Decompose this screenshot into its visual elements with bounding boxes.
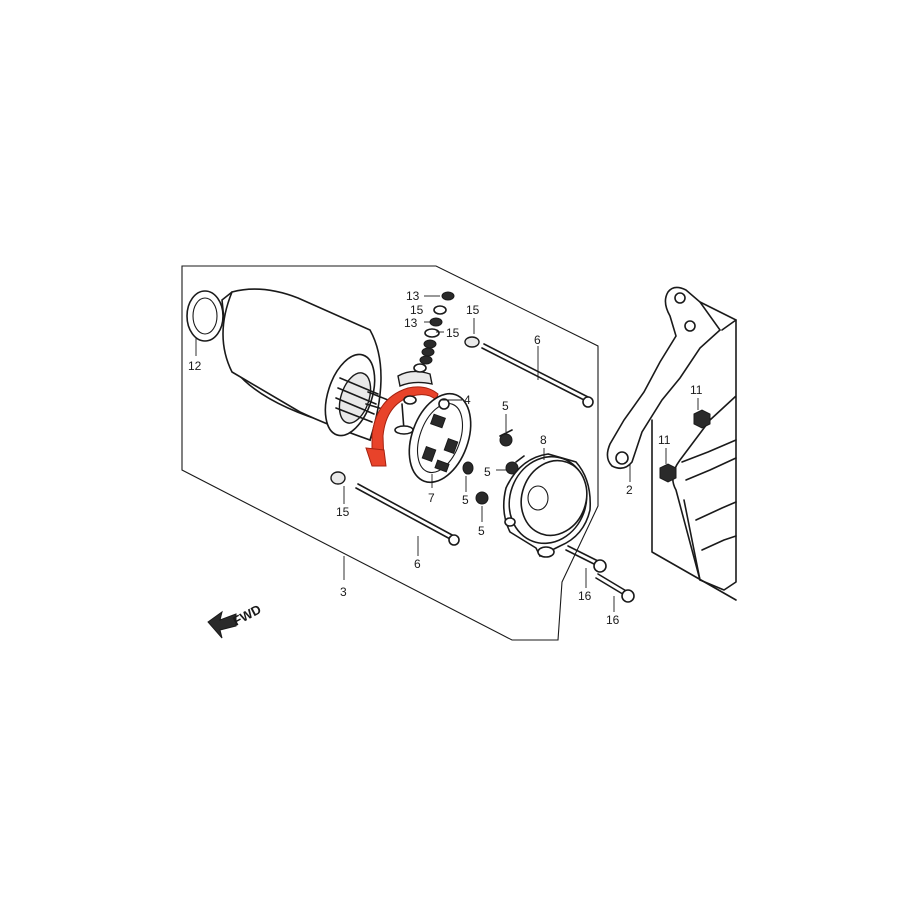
callout-5: 5	[484, 465, 491, 479]
callout-8: 8	[540, 433, 547, 447]
callout-13: 13	[404, 316, 418, 330]
callout-13: 13	[406, 289, 420, 303]
forward-direction-indicator: FWD	[207, 602, 264, 639]
callout-4: 4	[464, 393, 471, 407]
callout-5: 5	[478, 524, 485, 538]
callout-2: 2	[626, 483, 633, 497]
callout-16: 16	[606, 613, 620, 627]
forward-arrow-icon	[207, 610, 237, 639]
leader-lines	[195, 295, 699, 612]
insulator	[397, 370, 433, 387]
washer-15-top	[464, 336, 480, 348]
callout-5: 5	[502, 399, 509, 413]
engine-case	[651, 319, 737, 601]
callout-6: 6	[414, 557, 421, 571]
callout-3: 3	[340, 585, 347, 599]
callout-6: 6	[534, 333, 541, 347]
through-bolt-lower	[330, 471, 460, 546]
brush-holder	[408, 392, 472, 484]
washer-stack	[413, 291, 455, 373]
callout-7: 7	[428, 491, 435, 505]
callout-15: 15	[446, 326, 460, 340]
nuts-11	[659, 409, 711, 483]
rear-cover	[502, 453, 592, 558]
callout-15: 15	[336, 505, 350, 519]
callout-11: 11	[690, 383, 703, 397]
callout-15: 15	[410, 303, 424, 317]
callout-11: 11	[658, 433, 671, 447]
starter-motor-yoke	[186, 288, 389, 442]
callout-15: 15	[466, 303, 480, 317]
callout-12: 12	[188, 359, 202, 373]
callout-labels: 12 13 15 13 15 15 6 4 5 8 5 5 5 7 15 6 3…	[188, 289, 703, 627]
through-bolt-upper	[481, 343, 594, 408]
callout-5: 5	[462, 493, 469, 507]
callout-16: 16	[578, 589, 592, 603]
fwd-label: FWD	[230, 602, 263, 629]
assembly-outline	[181, 265, 599, 641]
terminal-bolt	[394, 395, 417, 435]
brush-springs	[462, 429, 525, 505]
mounting-bolts	[565, 545, 635, 603]
mounting-bracket	[606, 286, 737, 470]
